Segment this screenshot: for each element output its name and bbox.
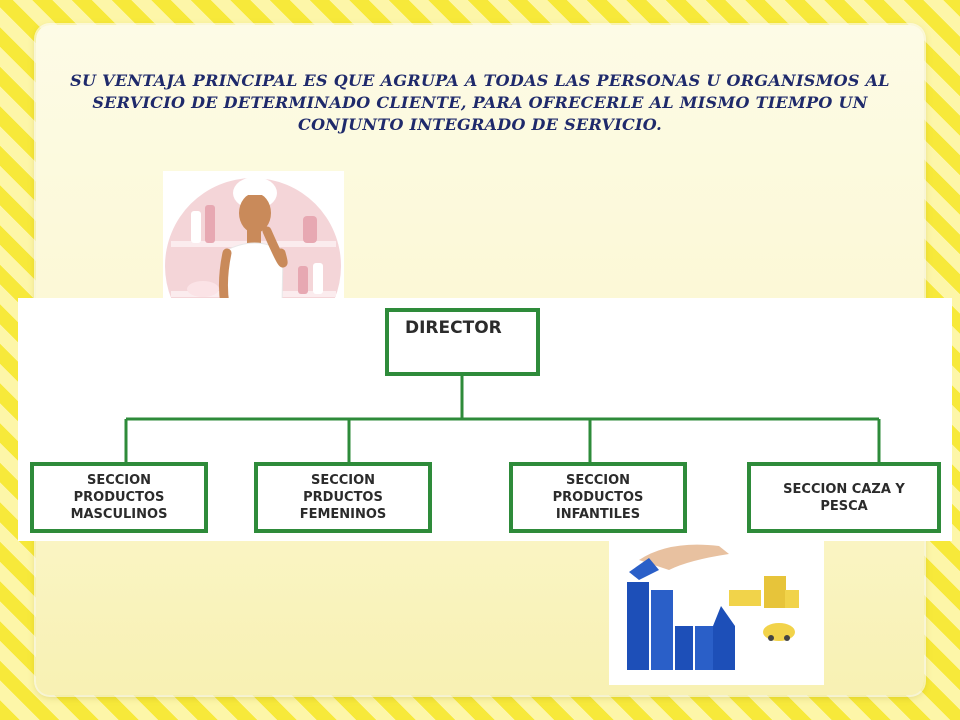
- org-chart: DIRECTOR SECCION PRODUCTOS MASCULINOS SE…: [18, 298, 952, 541]
- blocks-photo: [609, 540, 824, 685]
- org-node-seccion-femeninos: SECCION PRDUCTOS FEMENINOS: [254, 462, 432, 533]
- org-node-label: SECCION PRDUCTOS FEMENINOS: [299, 473, 387, 522]
- org-node-seccion-infantiles: SECCION PRODUCTOS INFANTILES: [509, 462, 687, 533]
- org-node-director: DIRECTOR: [385, 308, 540, 376]
- org-chart-connectors: [124, 376, 881, 462]
- slide-text: SU VENTAJA PRINCIPAL ES QUE AGRUPA A TOD…: [70, 71, 890, 134]
- org-node-label: SECCION CAZA Y PESCA: [783, 481, 905, 514]
- org-node-seccion-caza-pesca: SECCION CAZA Y PESCA: [747, 462, 941, 533]
- org-node-label: DIRECTOR: [405, 318, 502, 338]
- org-node-seccion-masculinos: SECCION PRODUCTOS MASCULINOS: [30, 462, 208, 533]
- org-node-label: SECCION PRODUCTOS INFANTILES: [552, 473, 644, 522]
- org-node-label: SECCION PRODUCTOS MASCULINOS: [70, 473, 168, 522]
